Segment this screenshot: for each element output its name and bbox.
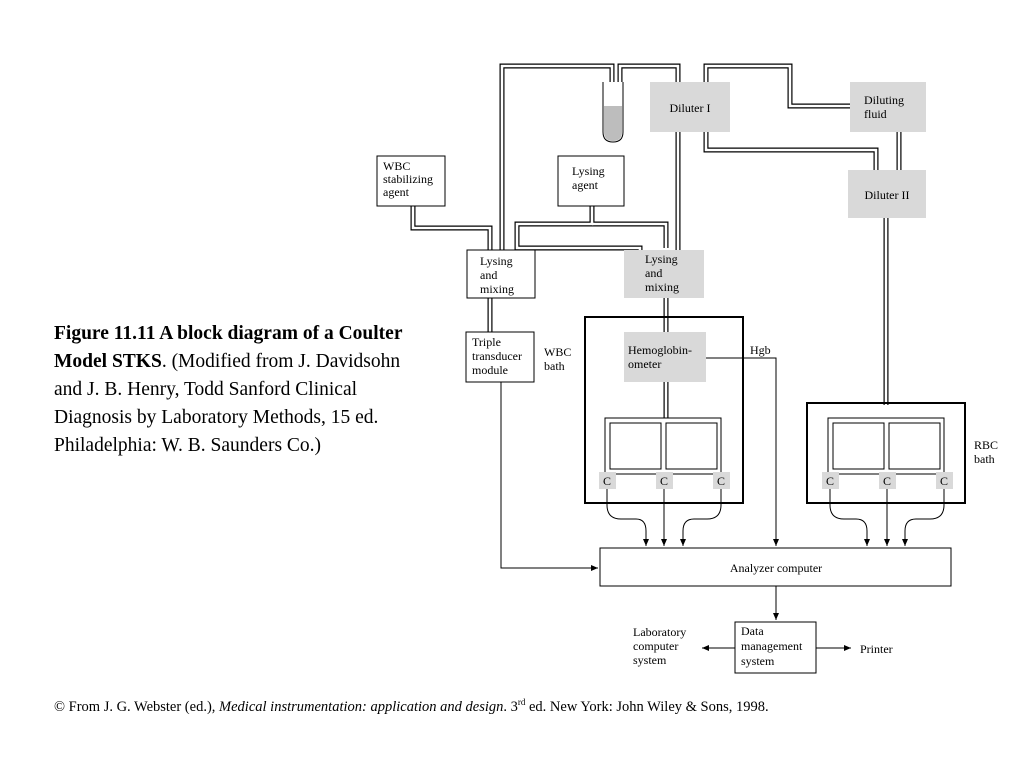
caption-title: Figure 11.11 A block diagram of a Coulte… xyxy=(54,323,403,372)
lysing-mixing-right-line-2: and xyxy=(645,266,662,280)
wbc-counter-3: C xyxy=(717,474,725,488)
diluting-fluid-line-1: Diluting xyxy=(864,93,904,107)
caption-separator: . xyxy=(161,351,167,372)
hemoglobinometer-line-2: ometer xyxy=(628,357,661,371)
data-management-box: Data management system xyxy=(734,621,817,674)
lysing-agent-line-1: Lysing xyxy=(572,164,605,178)
wbc-bath-label-1: WBC xyxy=(544,345,571,359)
rbc-bath-label-2: bath xyxy=(974,452,995,466)
credit-prefix: © From J. G. Webster (ed.), xyxy=(54,698,220,715)
data-mgmt-line-2: management xyxy=(741,639,803,653)
lysing-agent-box: Lysing agent xyxy=(557,155,625,207)
lysing-mixing-right-line-3: mixing xyxy=(645,280,679,294)
rbc-counter-1: C xyxy=(826,474,834,488)
lysing-mixing-left-line-3: mixing xyxy=(480,282,514,296)
lysing-mixing-right-line-1: Lysing xyxy=(645,252,678,266)
lysing-mixing-right-box: Lysing and mixing xyxy=(624,250,704,298)
lab-system-line-2: computer xyxy=(633,639,678,653)
diluting-fluid-line-2: fluid xyxy=(864,107,887,121)
analyzer-label: Analyzer computer xyxy=(730,561,822,575)
rbc-counter-2: C xyxy=(883,474,891,488)
rbc-counter-3: C xyxy=(940,474,948,488)
fluid-pipes xyxy=(410,63,902,418)
rbc-bath: C C C xyxy=(806,402,966,504)
triple-transducer-line-1: Triple xyxy=(472,335,501,349)
diluter-2-label: Diluter II xyxy=(865,188,910,202)
wbc-stabilizing-line-3: agent xyxy=(383,185,410,199)
lysing-mixing-left-line-2: and xyxy=(480,268,497,282)
sample-fluid xyxy=(604,106,622,141)
signal-wires xyxy=(500,357,945,651)
lysing-mixing-left-line-1: Lysing xyxy=(480,254,513,268)
hemoglobinometer-line-1: Hemoglobin- xyxy=(628,343,692,357)
diluter-2-box: Diluter II xyxy=(848,170,926,218)
wbc-counter-1: C xyxy=(603,474,611,488)
lysing-agent-line-2: agent xyxy=(572,178,599,192)
wbc-stabilizing-line-1: WBC xyxy=(383,159,410,173)
rbc-bath-label-1: RBC xyxy=(974,438,998,452)
wbc-stabilizing-agent-box: WBC stabilizing agent xyxy=(376,155,446,207)
source-credit: © From J. G. Webster (ed.), Medical inst… xyxy=(54,697,769,716)
printer-label: Printer xyxy=(860,642,893,656)
wbc-bath-label-2: bath xyxy=(544,359,565,373)
wbc-counter-2: C xyxy=(660,474,668,488)
lysing-mixing-left-box: Lysing and mixing xyxy=(466,249,536,299)
credit-suffix: ed. New York: John Wiley & Sons, 1998. xyxy=(525,698,769,715)
figure-caption: Figure 11.11 A block diagram of a Coulte… xyxy=(54,320,414,460)
diluting-fluid-box: Diluting fluid xyxy=(850,82,926,132)
triple-transducer-box: Triple transducer module xyxy=(465,331,535,383)
lab-system-line-3: system xyxy=(633,653,667,667)
triple-transducer-line-3: module xyxy=(472,363,508,377)
credit-superscript: rd xyxy=(517,697,526,707)
caption-body: (Modified from J. Davidsohn and J. B. He… xyxy=(54,351,401,456)
diluter-1-label: Diluter I xyxy=(670,101,711,115)
credit-book-title: Medical instrumentation: application and… xyxy=(219,698,504,715)
lab-system-line-1: Laboratory xyxy=(633,625,686,639)
wbc-bath: Hemoglobin- ometer C C C xyxy=(584,316,744,504)
analyzer-computer-box: Analyzer computer xyxy=(599,547,952,587)
diluter-1-box: Diluter I xyxy=(650,82,730,132)
data-mgmt-line-3: system xyxy=(741,654,775,668)
credit-middle: . 3 xyxy=(503,698,518,715)
wbc-stabilizing-line-2: stabilizing xyxy=(383,172,433,186)
hgb-label: Hgb xyxy=(750,343,771,357)
data-mgmt-line-1: Data xyxy=(741,624,764,638)
triple-transducer-line-2: transducer xyxy=(472,349,522,363)
